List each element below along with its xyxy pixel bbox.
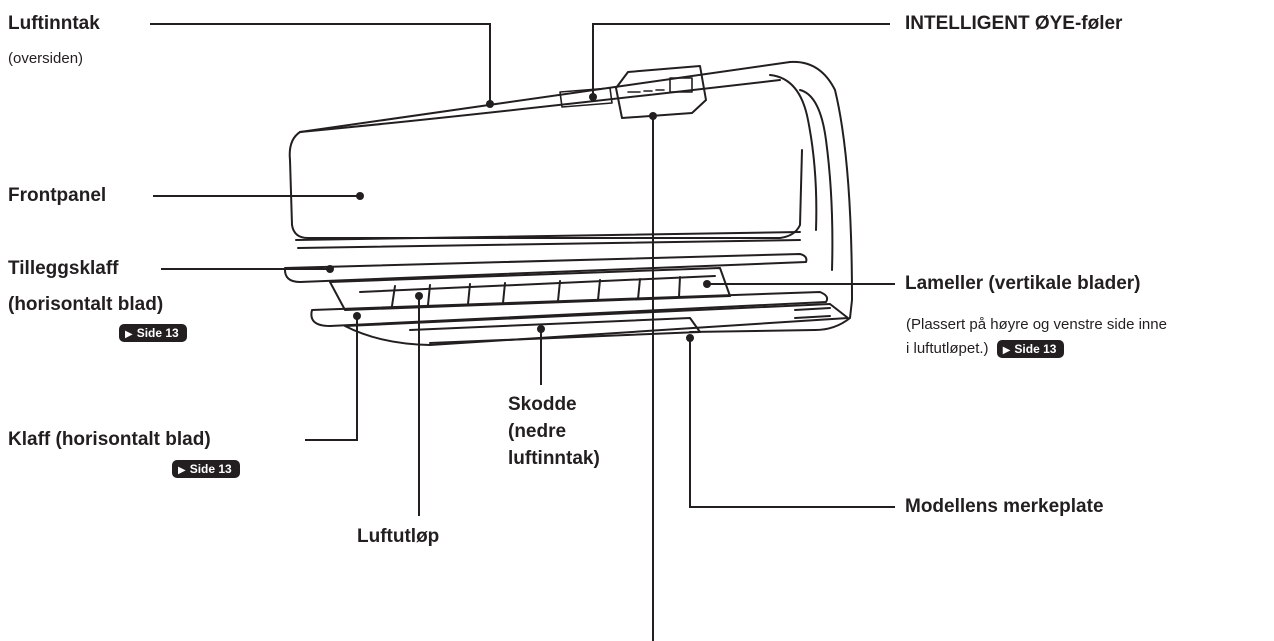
side-13-link-text: Side 13 <box>189 462 232 476</box>
unit-right-inner-curve-2 <box>799 89 834 271</box>
label-frontpanel: Frontpanel <box>8 185 107 206</box>
dot-frontpanel <box>356 192 364 200</box>
label-luftutlop: Luftutløp <box>357 526 440 547</box>
dot-lameller <box>703 280 711 288</box>
leader-luftinntak <box>150 23 491 104</box>
intelligent-eye-panel <box>615 65 707 119</box>
flap-shape <box>310 291 829 327</box>
leader-modell <box>689 338 895 508</box>
play-arrow-icon: ▶ <box>1002 345 1011 356</box>
label-skodde-line3: luftinntak) <box>508 448 600 469</box>
leader-intelligent <box>592 23 890 97</box>
label-klaff: Klaff (horisontalt blad) <box>8 429 211 450</box>
label-lameller: Lameller (vertikale blader) <box>905 273 1141 294</box>
dot-luftutlop <box>415 292 423 300</box>
dot-tilleggsklaff <box>326 265 334 273</box>
lameller-note-line2: i luftutløpet.) ▶Side 13 <box>906 338 1065 360</box>
side-13-link-text: Side 13 <box>1014 342 1057 356</box>
lameller-note-line1: (Plassert på høyre og venstre side inne <box>906 316 1167 333</box>
side-13-badge-tilleggsklaff[interactable]: ▶Side 13 <box>119 324 187 342</box>
unit-top-edge <box>299 61 791 133</box>
label-tilleggsklaff-sub: (horisontalt blad) <box>8 294 164 315</box>
side-13-link-text: Side 13 <box>136 326 179 340</box>
dot-modell <box>686 334 694 342</box>
label-intelligent-eye: INTELLIGENT ØYE-føler <box>905 13 1123 34</box>
label-luftinntak-sub: (oversiden) <box>8 50 84 67</box>
front-panel-contour <box>288 131 803 239</box>
play-arrow-icon: ▶ <box>178 465 186 476</box>
lameller-note-text: i luftutløpet.) <box>906 340 989 357</box>
play-arrow-icon: ▶ <box>125 329 133 340</box>
label-skodde-line2: (nedre <box>508 421 567 442</box>
label-luftinntak: Luftinntak <box>8 13 100 34</box>
dot-luftinntak <box>486 100 494 108</box>
dot-skodde <box>537 325 545 333</box>
dot-klaff <box>353 312 361 320</box>
side-13-badge-klaff[interactable]: ▶Side 13 <box>172 460 240 478</box>
additional-flap-shape <box>283 253 808 283</box>
air-outlet-opening <box>329 267 731 311</box>
side-13-badge-lameller[interactable]: ▶Side 13 <box>996 340 1065 358</box>
dot-intelligent <box>589 93 597 101</box>
unit-right-side <box>689 60 853 333</box>
dot-intelligent-eye <box>649 112 657 120</box>
label-tilleggsklaff: Tilleggsklaff <box>8 258 119 279</box>
shutter-shape <box>344 303 849 346</box>
leader-klaff <box>305 316 358 441</box>
label-skodde-line1: Skodde <box>508 394 577 415</box>
unit-right-inner-curve <box>769 74 818 231</box>
label-modell: Modellens merkeplate <box>905 496 1104 517</box>
